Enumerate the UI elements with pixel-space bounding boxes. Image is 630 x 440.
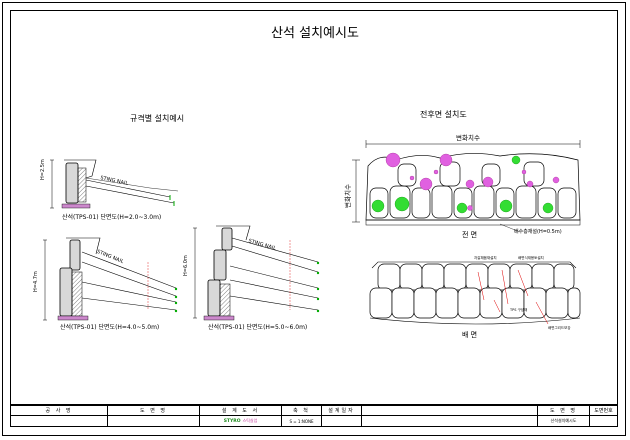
drawing-area xyxy=(10,10,618,405)
front-elevation xyxy=(352,140,581,233)
title-cell-project: 공 사 명 xyxy=(11,406,107,426)
title-cell-drawing-name: 도 면 명 xyxy=(107,406,199,426)
left-section-heading: 규격별 설치예시 xyxy=(130,114,185,123)
caption-diagram-1: 산석(TPS-01) 단면도(H=2.0~3.0m) xyxy=(62,214,162,221)
right-section-heading: 전후면 설치도 xyxy=(420,110,467,119)
section-diagram-3 xyxy=(193,225,320,321)
title-cell-scale: 축 척 S = 1:NONE xyxy=(281,406,321,426)
front-width-label: 변화치수 xyxy=(456,134,480,142)
title-cell-revision xyxy=(361,406,537,426)
back-label-1: 자갈채움재설치 xyxy=(474,256,497,260)
caption-diagram-3: 산석(TPS-01) 단면도(H=5.0~6.0m) xyxy=(208,324,308,331)
height-label-3: H=6.0m xyxy=(183,255,189,276)
back-label-2: 배면식재용토설치 xyxy=(518,256,544,260)
front-height-label: 변화치수 xyxy=(344,184,352,208)
title-cell-sheet-number: 도면번호 xyxy=(589,406,617,426)
title-cell-sheet-name: 도 면 명 산석설치예시도 xyxy=(537,406,589,426)
drawing-frame xyxy=(2,2,626,436)
back-caption: 배 면 xyxy=(462,331,478,339)
front-note: 배수층재설(H=0.5m) xyxy=(514,229,562,235)
title-cell-date: 설계일자 xyxy=(321,406,361,426)
section-diagram-1 xyxy=(50,159,179,209)
height-label-2: H=4.7m xyxy=(33,271,39,292)
height-label-1: H=2.5m xyxy=(40,159,46,180)
back-label-4: 배면그리드보강 xyxy=(548,326,571,330)
caption-diagram-2: 산석(TPS-01) 단면도(H=4.0~5.0m) xyxy=(60,324,160,331)
section-diagram-2 xyxy=(43,237,178,321)
page-title: 산석 설치예시도 xyxy=(271,26,359,41)
back-elevation xyxy=(369,261,581,325)
back-label-3: TPS 구성재 xyxy=(510,308,528,312)
front-caption: 전 면 xyxy=(462,231,478,239)
